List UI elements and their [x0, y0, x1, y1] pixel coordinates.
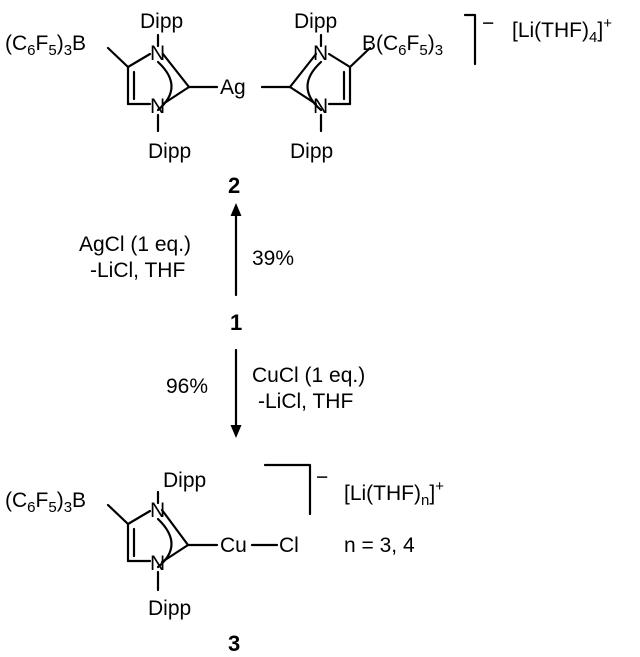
- compound-2-yield-label: 39%: [252, 247, 294, 270]
- chloride-atom-label: Cl: [279, 534, 299, 557]
- cucl-reagent-label: CuCl (1 eq.): [252, 364, 365, 387]
- dipp-bottom-label: Dipp: [148, 597, 191, 620]
- agcl-conditions-label: -LiCl, THF: [90, 259, 185, 282]
- compound-3-structure: [106, 463, 312, 592]
- compound-2-number: 2: [228, 173, 240, 198]
- nitrogen-top-right-label: N: [313, 42, 328, 65]
- nitrogen-top-label: N: [150, 499, 165, 522]
- silver-atom-label: Ag: [220, 76, 246, 99]
- agcl-reagent-label: AgCl (1 eq.): [79, 233, 191, 256]
- anion-charge-label-3: −: [316, 466, 328, 489]
- cucl-conditions-label: -LiCl, THF: [258, 390, 353, 413]
- right-boryl-group: B(C6F5)3: [362, 32, 443, 59]
- right-imidazole-ring: [260, 33, 372, 133]
- anion-charge-label: −: [482, 12, 494, 35]
- boryl-group-3: (C6F5)3B: [5, 489, 86, 516]
- dipp-top-left-label: Dipp: [140, 10, 183, 33]
- nitrogen-top-left-label: N: [150, 42, 165, 65]
- compound-2-structure: [106, 13, 477, 133]
- compound-3-number: 3: [228, 631, 240, 656]
- nitrogen-bottom-left-label: N: [150, 95, 165, 118]
- lithium-counterion-label: [Li(THF)4]+: [512, 15, 612, 46]
- dipp-top-label: Dipp: [163, 469, 206, 492]
- left-boryl-group: (C6F5)3B: [5, 32, 86, 59]
- solvation-number-label: n = 3, 4: [344, 534, 415, 557]
- compound-1-number: 1: [230, 310, 242, 335]
- copper-atom-label: Cu: [220, 534, 247, 557]
- anion-bracket: [263, 463, 312, 516]
- dipp-bottom-left-label: Dipp: [148, 140, 191, 163]
- reaction-arrow-to-3: [230, 348, 242, 438]
- lithium-counterion-label-3: [Li(THF)n]+: [344, 478, 444, 509]
- reaction-arrow-to-2: [230, 203, 242, 297]
- anion-bracket: [463, 13, 477, 66]
- dipp-bottom-right-label: Dipp: [290, 140, 333, 163]
- nitrogen-bottom-label: N: [150, 552, 165, 575]
- dipp-top-right-label: Dipp: [294, 10, 337, 33]
- left-imidazole-ring: [106, 33, 219, 133]
- nitrogen-bottom-right-label: N: [313, 95, 328, 118]
- compound-3-yield-label: 96%: [166, 375, 208, 398]
